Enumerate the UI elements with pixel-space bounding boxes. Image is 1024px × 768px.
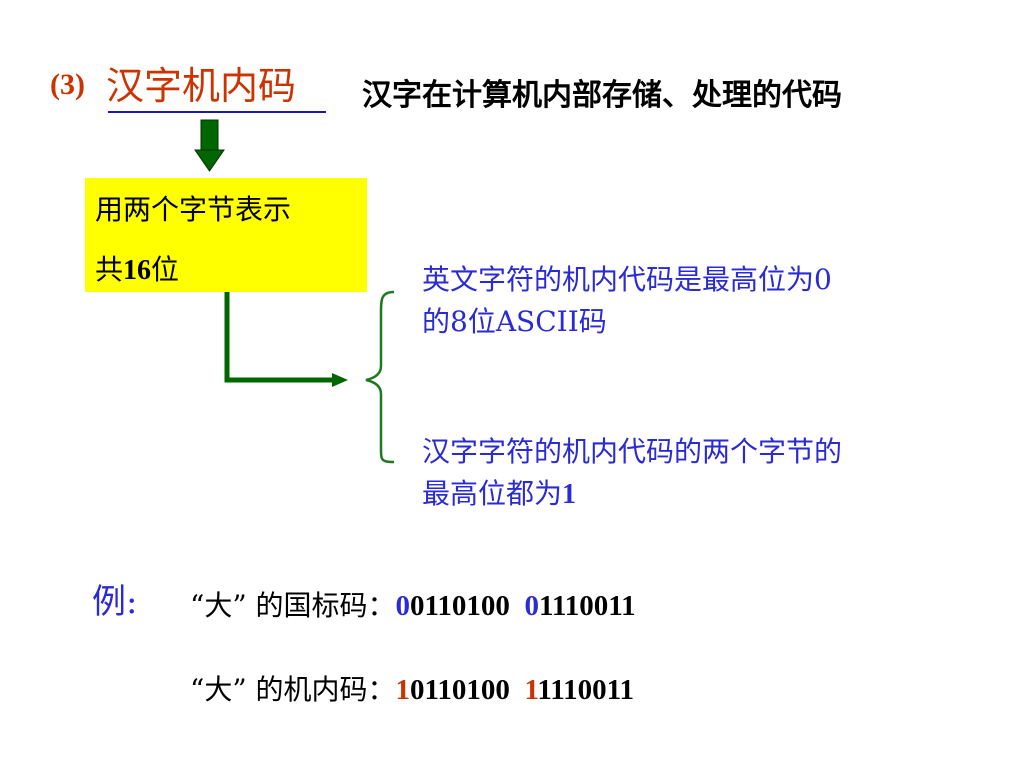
- chinese-code-number: 1: [562, 479, 577, 510]
- internal-byte1-rest: 0110100: [410, 674, 510, 706]
- elbow-arrow-icon: [224, 292, 348, 387]
- box-line-2-prefix: 共: [95, 253, 124, 286]
- page-title: 汉字机内码: [106, 64, 297, 108]
- english-code-line-1: 英文字符的机内代码是最高位为0: [422, 263, 832, 296]
- section-number: (3): [50, 68, 85, 101]
- brace-icon: [365, 290, 395, 464]
- chinese-code-line-2: 最高位都为1: [422, 472, 576, 512]
- box-line-1: 用两个字节表示: [95, 193, 292, 226]
- gb-code-row: “大” 的国标码：00110100 01110011: [190, 584, 636, 624]
- title-underline: [108, 111, 326, 113]
- two-byte-box: [85, 178, 367, 292]
- internal-code-label: “大” 的机内码：: [190, 673, 396, 706]
- chinese-code-line-1: 汉字字符的机内代码的两个字节的: [422, 435, 843, 468]
- gb-byte2-high-bit: 0: [524, 590, 539, 622]
- example-label: 例:: [92, 582, 138, 622]
- box-line-2-number: 16: [123, 255, 152, 286]
- gb-code-label: “大” 的国标码：: [190, 589, 396, 622]
- box-line-2-suffix: 位: [151, 253, 180, 286]
- internal-byte2-rest: 1110011: [538, 674, 635, 706]
- down-arrow-icon: [194, 119, 225, 172]
- internal-byte1-high-bit: 1: [395, 674, 411, 706]
- chinese-code-text: 最高位都为: [422, 477, 563, 510]
- gb-byte1-high-bit: 0: [395, 590, 411, 622]
- box-line-2: 共16位: [95, 248, 179, 288]
- internal-byte2-high-bit: 1: [524, 674, 539, 706]
- gb-byte2-rest: 1110011: [538, 590, 636, 622]
- gb-byte1-rest: 0110100: [410, 590, 510, 622]
- internal-code-row: “大” 的机内码：10110100 11110011: [190, 668, 634, 708]
- english-code-line-2: 的8位ASCII码: [422, 305, 607, 338]
- title-description: 汉字在计算机内部存储、处理的代码: [362, 78, 842, 113]
